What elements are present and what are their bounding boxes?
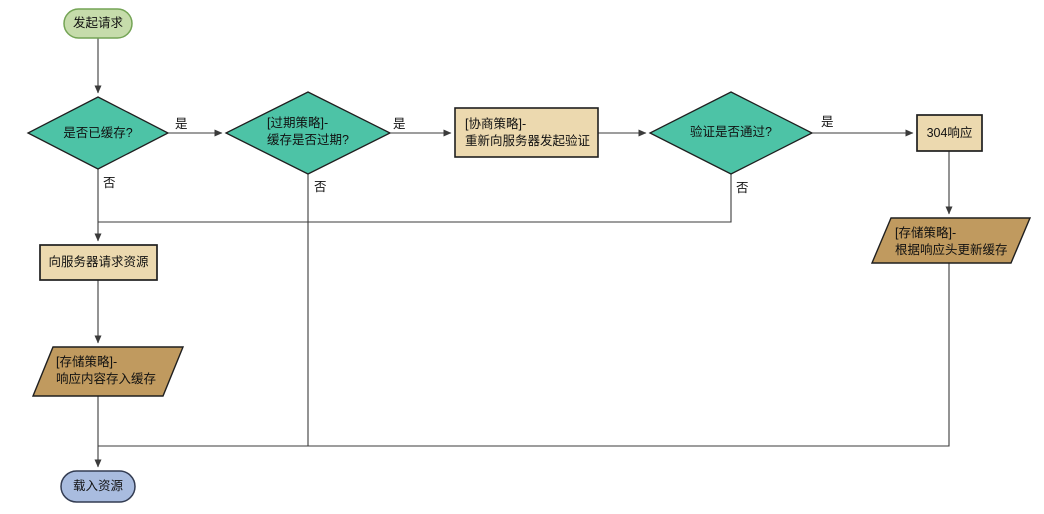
node-update-cache[interactable]: [870, 217, 1032, 264]
node-request-server[interactable]: [39, 244, 158, 281]
node-store-cache[interactable]: [31, 346, 185, 397]
node-start[interactable]: [63, 8, 133, 39]
node-negotiate[interactable]: [454, 107, 599, 158]
edge-update-cache-to-bottom: [98, 263, 950, 447]
node-end[interactable]: [60, 470, 136, 503]
edge-validate-no-elbow: [98, 174, 732, 223]
node-is-cached[interactable]: [26, 96, 170, 170]
node-expiry[interactable]: [224, 91, 392, 175]
node-validate[interactable]: [648, 91, 814, 175]
node-304-response[interactable]: [916, 114, 983, 152]
